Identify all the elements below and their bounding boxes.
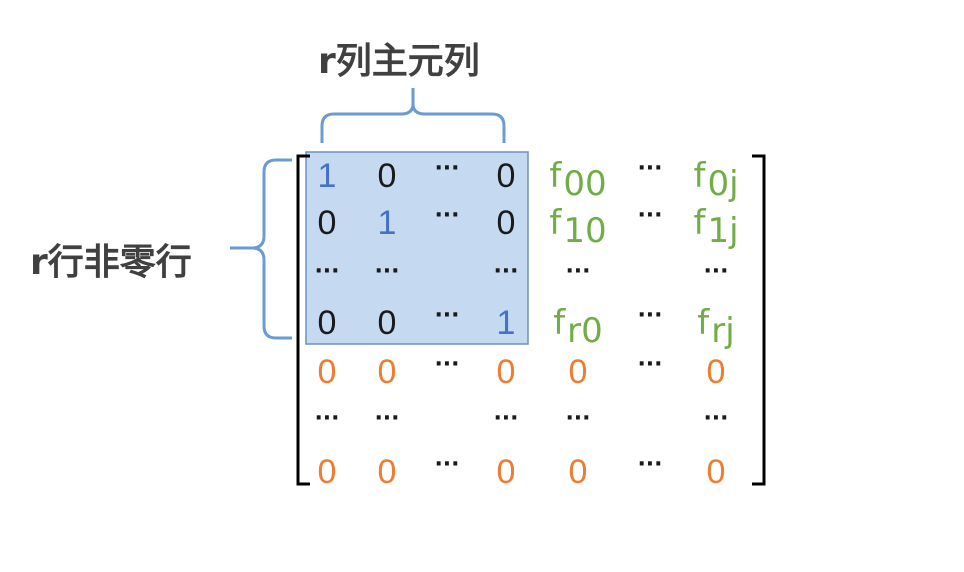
matrix-cell-r5-c3: ··· — [493, 406, 518, 431]
matrix-cell-r0-c6: f0j — [693, 156, 738, 204]
row-label: r行非零行 — [30, 242, 192, 283]
matrix-cell-r4-c6: 0 — [707, 353, 726, 391]
matrix-cell-r1-c6: f1j — [693, 203, 738, 251]
matrix-cell-r3-c6: frj — [697, 303, 734, 351]
matrix-cell-r6-c5: ··· — [637, 452, 662, 477]
row-brace — [230, 158, 292, 340]
matrix-cell-r6-c2: ··· — [434, 452, 459, 477]
matrix-cells: 1 0 ··· 0 f00 ··· f0j 0 1 ··· 0 f10 ··· f1j ··· ··· ··· ·… — [314, 156, 738, 491]
right-matrix-bracket — [752, 154, 766, 486]
matrix-cell-r4-c0: 0 — [318, 353, 337, 391]
matrix-cell-r2-c6: ··· — [703, 259, 728, 284]
matrix-cell-r3-c4: fr0 — [553, 303, 603, 351]
matrix-cell-r0-c5: ··· — [637, 156, 662, 181]
matrix-cell-r3-c1: 0 — [378, 304, 397, 342]
matrix-cell-r2-c4: ··· — [565, 259, 590, 284]
matrix-cell-r1-c2: ··· — [434, 203, 459, 228]
matrix-cell-r5-c0: ··· — [314, 406, 339, 431]
matrix-cell-r4-c3: 0 — [497, 353, 516, 391]
matrix-cell-r1-c1: 1 — [378, 204, 397, 242]
matrix-cell-r6-c6: 0 — [707, 453, 726, 491]
matrix-cell-r4-c5: ··· — [637, 352, 662, 377]
matrix-cell-r6-c0: 0 — [318, 453, 337, 491]
matrix-cell-r5-c1: ··· — [374, 406, 399, 431]
column-brace — [320, 88, 506, 143]
matrix-cell-r3-c3: 1 — [497, 304, 516, 342]
pivot-block-highlight — [305, 151, 529, 345]
matrix-cell-r5-c6: ··· — [703, 406, 728, 431]
matrix-cell-r1-c3: 0 — [497, 204, 516, 242]
matrix-cell-r0-c4: f00 — [549, 156, 606, 204]
matrix-cell-r1-c0: 0 — [318, 204, 337, 242]
matrix-cell-r2-c1: ··· — [374, 259, 399, 284]
matrix-cell-r6-c3: 0 — [497, 453, 516, 491]
matrix-cell-r3-c5: ··· — [637, 303, 662, 328]
matrix-cell-r4-c2: ··· — [434, 352, 459, 377]
matrix-cell-r2-c0: ··· — [314, 259, 339, 284]
left-matrix-bracket — [296, 154, 310, 486]
matrix-cell-r1-c4: f10 — [549, 203, 606, 251]
matrix-cell-r4-c4: 0 — [569, 353, 588, 391]
matrix-cell-r5-c4: ··· — [565, 406, 590, 431]
matrix-cell-r3-c2: ··· — [434, 303, 459, 328]
matrix-cell-r0-c3: 0 — [497, 157, 516, 195]
matrix-cell-r0-c2: ··· — [434, 156, 459, 181]
matrix-cell-r2-c3: ··· — [493, 259, 518, 284]
matrix-cell-r3-c0: 0 — [318, 304, 337, 342]
matrix-cell-r4-c1: 0 — [378, 353, 397, 391]
matrix-cell-r6-c4: 0 — [569, 453, 588, 491]
matrix-cell-r0-c1: 0 — [378, 157, 397, 195]
matrix-cell-r0-c0: 1 — [318, 157, 337, 195]
column-label: r列主元列 — [318, 41, 480, 82]
matrix-cell-r1-c5: ··· — [637, 203, 662, 228]
matrix-cell-r6-c1: 0 — [378, 453, 397, 491]
